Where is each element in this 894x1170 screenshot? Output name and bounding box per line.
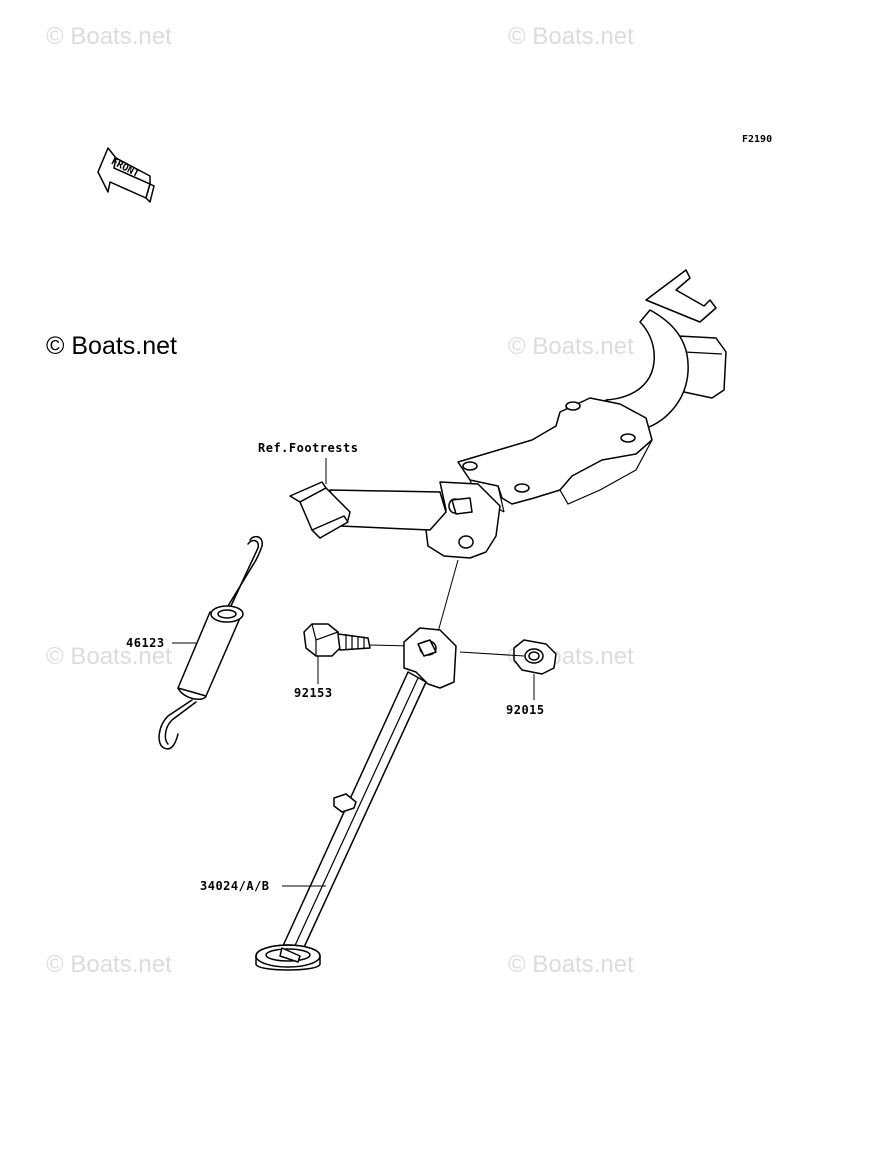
copyright-notice: © Boats.net — [46, 332, 177, 360]
part-number-92015: 92015 — [506, 703, 545, 717]
stand-alignment-line — [437, 559, 459, 633]
watermark-mid-right: © Boats.net — [508, 333, 634, 360]
nut-part — [513, 639, 557, 675]
footrest-bracket — [289, 269, 727, 559]
part-number-46123: 46123 — [126, 636, 165, 650]
front-direction-arrow-icon: FRONT — [97, 147, 155, 203]
watermark-top-right: © Boats.net — [508, 23, 634, 50]
reference-footrests-label: Ref.Footrests — [258, 441, 358, 455]
bolt-part — [303, 623, 371, 657]
watermark-bottom-left: © Boats.net — [46, 951, 172, 978]
nut-alignment-line — [459, 651, 525, 657]
spring-part — [158, 535, 263, 750]
part-number-92153: 92153 — [294, 686, 333, 700]
watermark-bottom-right: © Boats.net — [508, 951, 634, 978]
figure-code: F2190 — [742, 134, 772, 145]
watermark-lower-left: © Boats.net — [46, 643, 172, 670]
side-stand-part — [255, 627, 457, 971]
watermark-top-left: © Boats.net — [46, 23, 172, 50]
part-number-34024-a-b: 34024/A/B — [200, 879, 270, 893]
